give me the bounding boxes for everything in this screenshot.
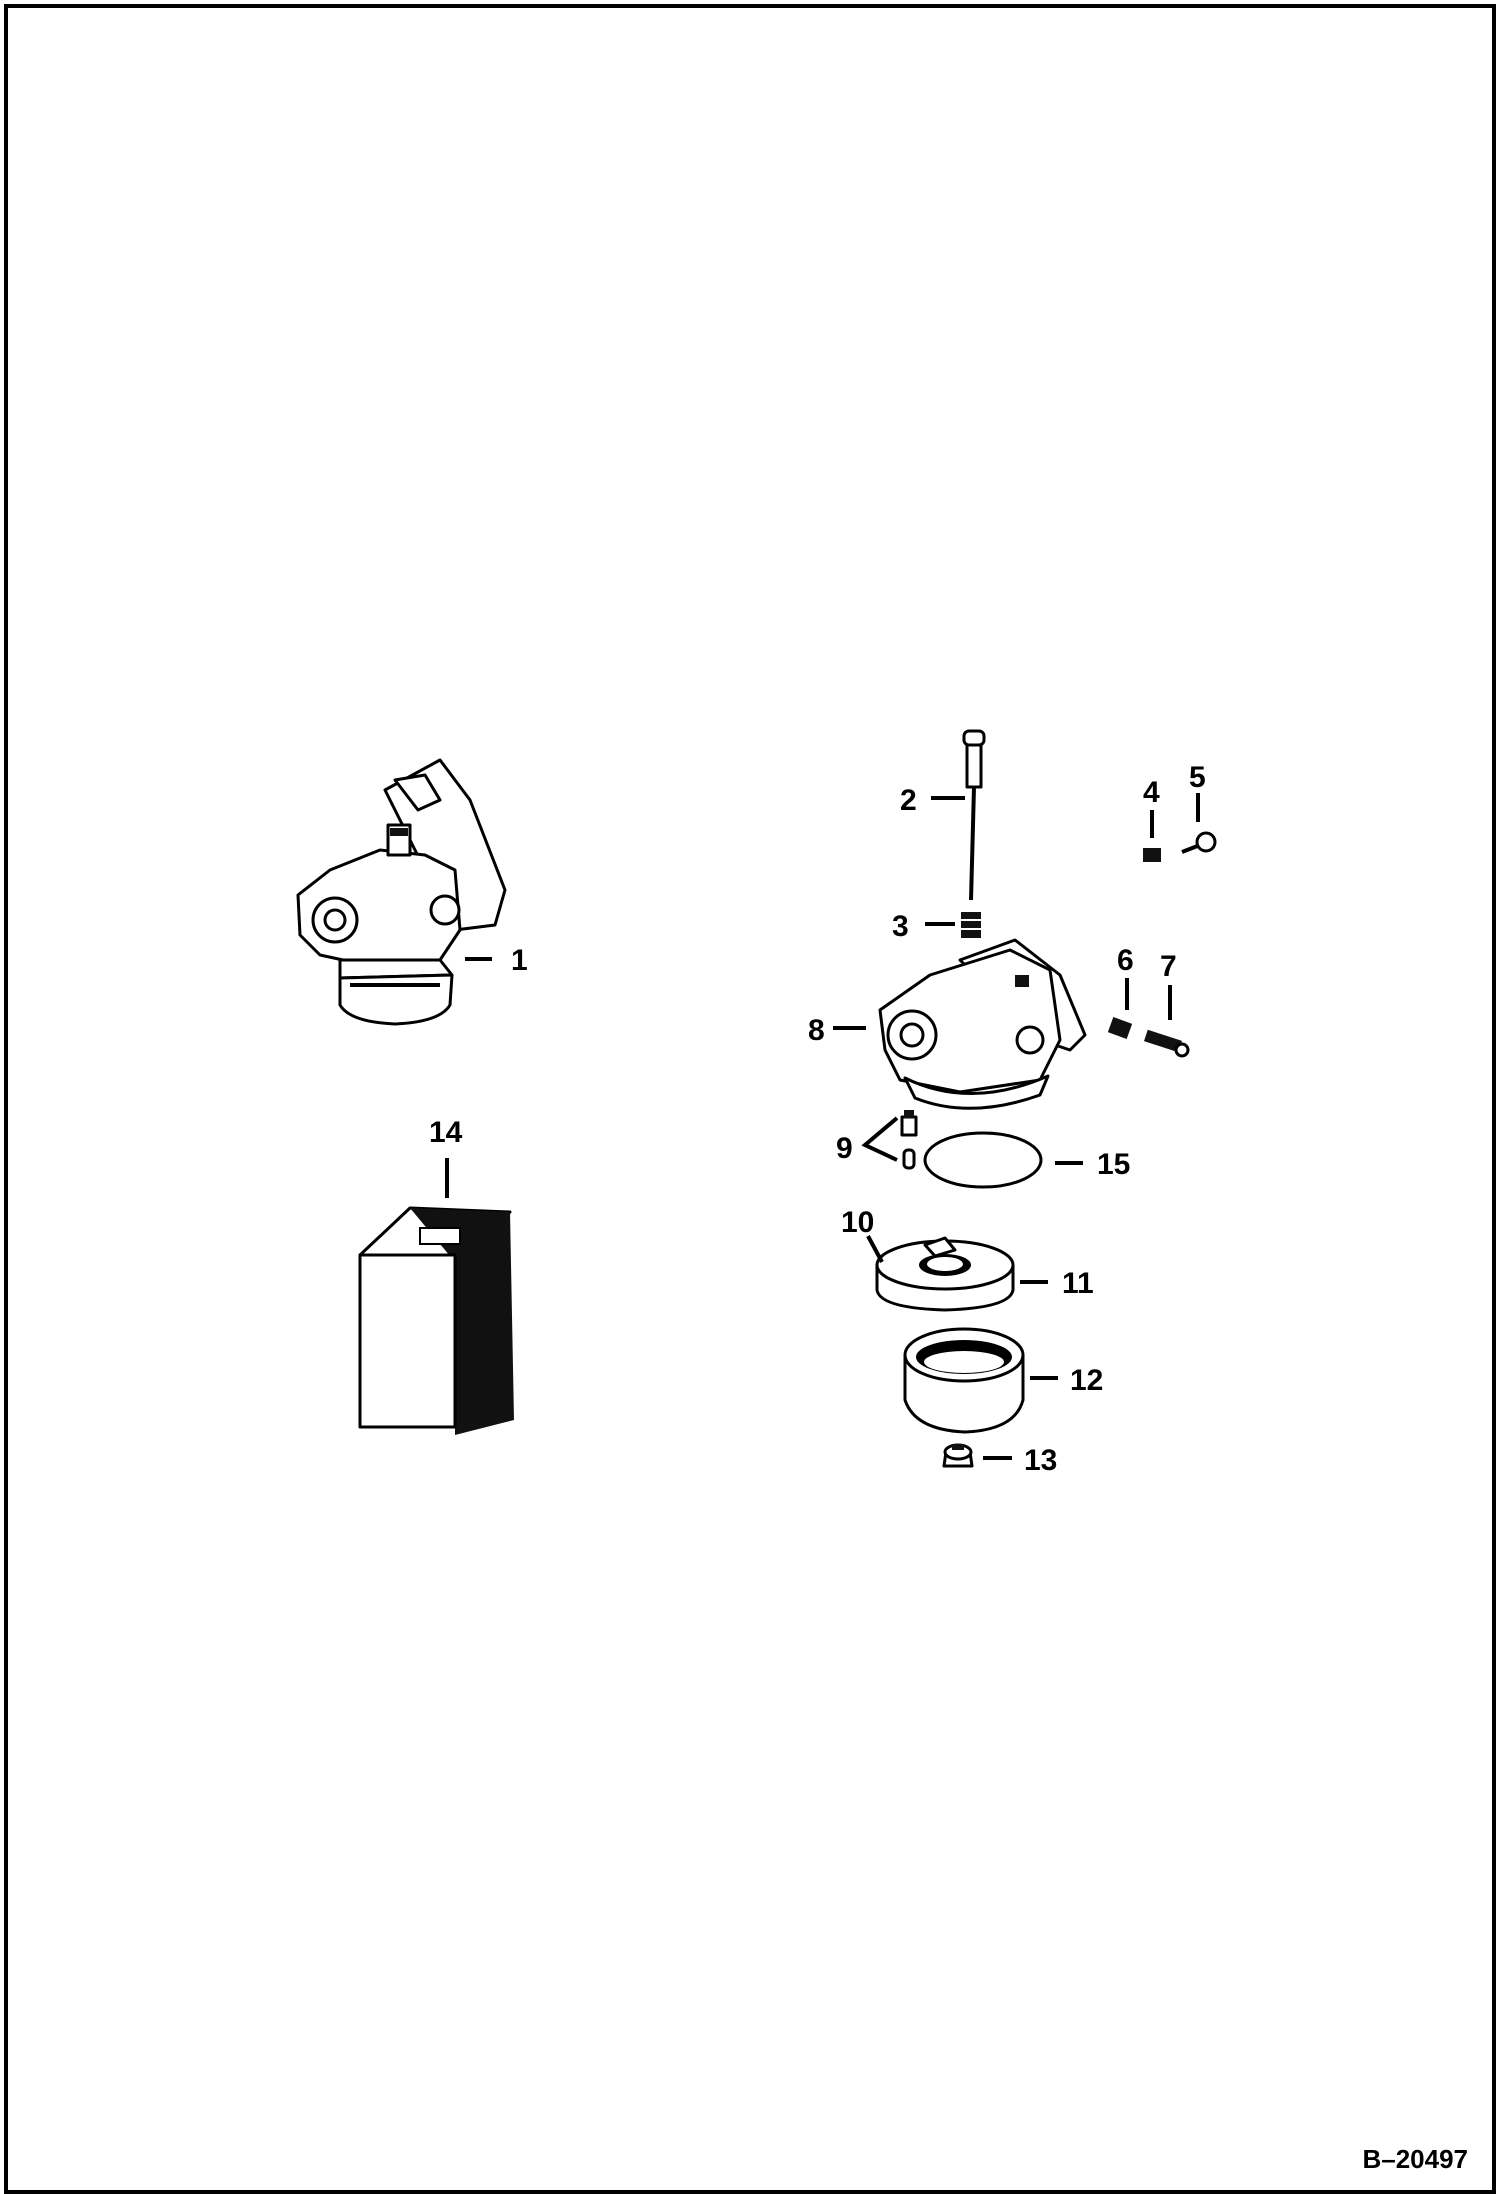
leader-line-9 (861, 1116, 899, 1162)
carburetor-assembly (296, 758, 507, 1026)
callout-8: 8 (808, 1014, 825, 1047)
screw-small (1143, 848, 1161, 862)
callout-11: 11 (1062, 1267, 1094, 1300)
idle-spring (1107, 1017, 1133, 1039)
callout-15: 15 (1097, 1148, 1130, 1181)
callout-12: 12 (1070, 1364, 1103, 1397)
callout-1: 1 (511, 944, 528, 977)
callout-3: 3 (892, 910, 909, 943)
spring (961, 912, 981, 938)
idle-screw (1144, 1029, 1190, 1058)
bowl-nut (942, 1443, 974, 1468)
inlet-needle (900, 1110, 918, 1170)
throttle-screw (1181, 831, 1217, 854)
callout-2: 2 (900, 784, 917, 817)
leader-line-10 (866, 1235, 884, 1263)
needle-valve (962, 729, 986, 901)
figure-number: B–20497 (1362, 2144, 1468, 2174)
callout-6: 6 (1117, 944, 1134, 977)
drawing-frame (4, 4, 1496, 2194)
callout-5: 5 (1189, 761, 1206, 794)
callout-9: 9 (836, 1132, 853, 1165)
float-bowl (903, 1327, 1025, 1434)
callout-4: 4 (1143, 776, 1160, 809)
air-filter (358, 1206, 514, 1435)
callout-13: 13 (1024, 1444, 1057, 1477)
bowl-gasket (923, 1131, 1043, 1189)
callout-7: 7 (1160, 950, 1177, 983)
callout-14: 14 (429, 1116, 463, 1149)
float (875, 1236, 1015, 1312)
carburetor-body (878, 938, 1087, 1110)
callout-10: 10 (841, 1206, 874, 1239)
